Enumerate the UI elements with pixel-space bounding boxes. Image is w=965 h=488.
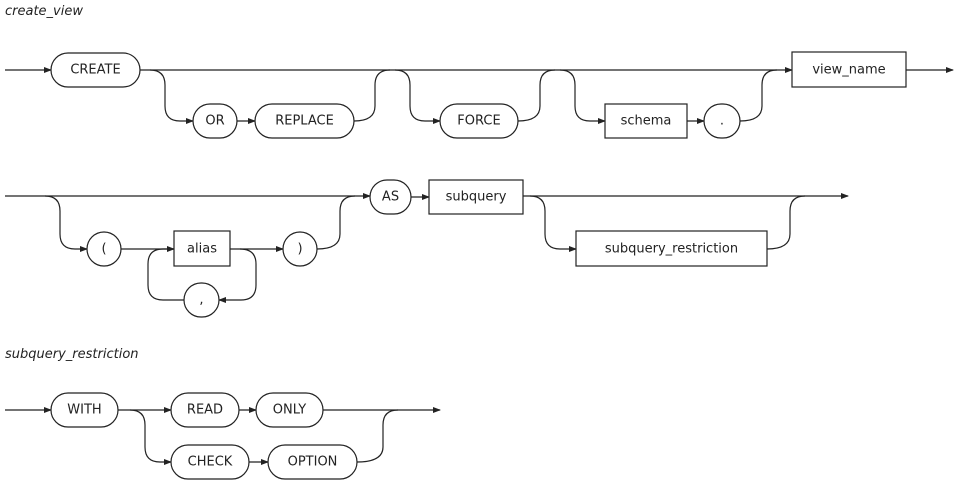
svg-text:ONLY: ONLY [273, 403, 306, 418]
nonterminal-schema: schema [604, 103, 688, 139]
svg-text:CHECK: CHECK [188, 455, 233, 470]
svg-text:AS: AS [382, 190, 399, 205]
svg-text:READ: READ [187, 403, 223, 418]
diagram-title-create-view: create_view [5, 4, 83, 19]
svg-text:(: ( [101, 242, 106, 257]
keyword-rparen: ) [282, 231, 318, 267]
keyword-read: READ [170, 392, 240, 428]
svg-text:FORCE: FORCE [457, 114, 500, 129]
row2-connectors [5, 193, 849, 303]
row1-connectors [5, 67, 954, 124]
svg-text:view_name: view_name [812, 63, 885, 78]
keyword-create: CREATE [50, 52, 141, 88]
svg-text:,: , [199, 293, 203, 308]
keyword-only: ONLY [255, 392, 324, 428]
diagram-title-subquery-restriction: subquery_restriction [5, 347, 139, 362]
svg-text:alias: alias [187, 242, 217, 257]
keyword-with: WITH [50, 392, 119, 428]
nonterminal-alias: alias [173, 230, 231, 267]
svg-text:OR: OR [205, 114, 224, 129]
keyword-force: FORCE [439, 103, 519, 139]
row3-connectors [5, 407, 441, 465]
keyword-option: OPTION [267, 444, 358, 480]
svg-text:.: . [720, 114, 724, 129]
svg-text:schema: schema [621, 114, 672, 129]
nonterminal-view-name: view_name [791, 51, 907, 88]
svg-text:): ) [297, 242, 302, 257]
nonterminal-subquery-restriction: subquery_restriction [575, 230, 768, 267]
keyword-dot: . [703, 103, 741, 139]
svg-text:OPTION: OPTION [288, 455, 338, 470]
svg-text:subquery_restriction: subquery_restriction [605, 242, 738, 257]
nonterminal-subquery: subquery [428, 179, 524, 215]
keyword-or: OR [192, 103, 238, 139]
svg-text:WITH: WITH [67, 403, 101, 418]
svg-text:CREATE: CREATE [70, 63, 120, 78]
keyword-comma: , [183, 282, 220, 318]
svg-text:REPLACE: REPLACE [275, 114, 334, 129]
svg-text:subquery: subquery [446, 190, 507, 205]
keyword-replace: REPLACE [254, 103, 355, 139]
keyword-check: CHECK [170, 444, 250, 480]
keyword-as: AS [369, 179, 412, 215]
keyword-lparen: ( [86, 231, 122, 267]
